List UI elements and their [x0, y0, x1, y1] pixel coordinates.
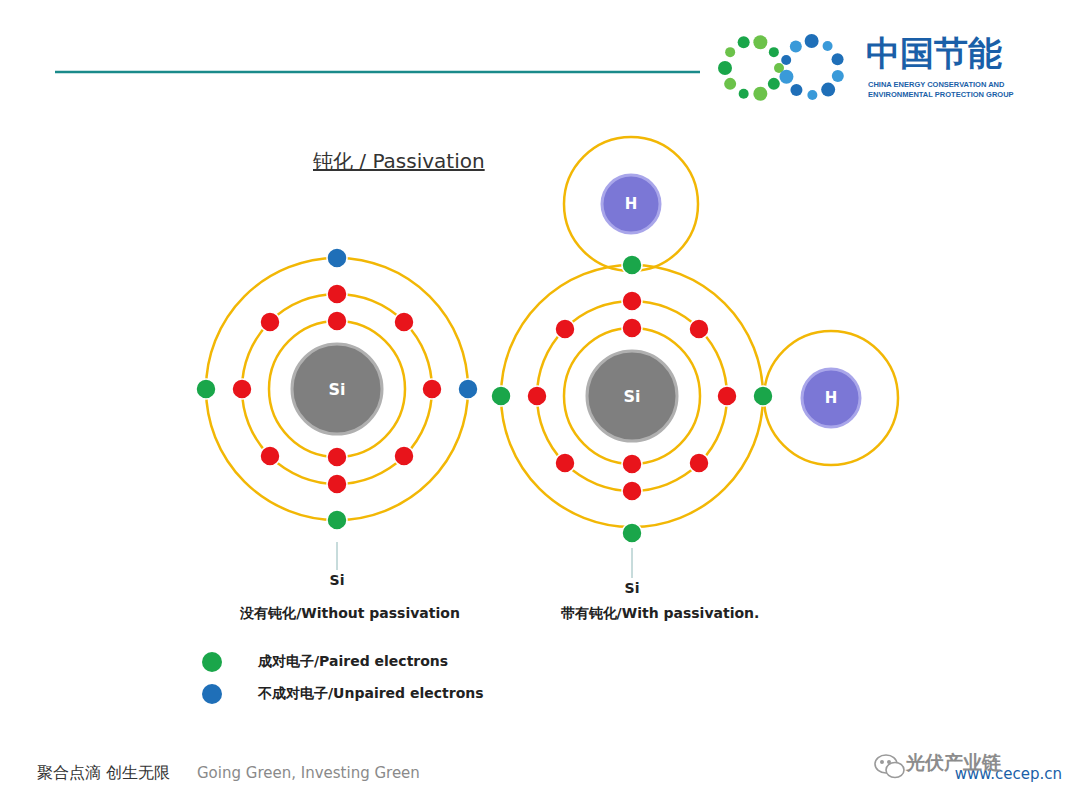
logo-dot — [781, 55, 791, 65]
logo-dot — [807, 90, 817, 100]
leader-line — [632, 548, 633, 578]
logo-dot — [823, 41, 833, 51]
node-label: H — [825, 389, 838, 407]
slide-title: 钝化 / Passivation — [313, 150, 485, 173]
slogan-english: Going Green, Investing Green — [197, 765, 420, 782]
hydrogen-shell — [764, 331, 898, 465]
node-label: H — [625, 195, 638, 213]
hydrogen-nucleus: H — [800, 367, 862, 429]
wechat-icon — [875, 755, 904, 778]
caption: 带有钝化/With passivation. — [561, 605, 760, 621]
logo-dot — [832, 70, 844, 82]
logo-dot — [738, 36, 750, 48]
logo-dot — [753, 35, 767, 49]
logo-subtitle: ENVIRONMENTAL PROTECTION GROUP — [868, 91, 1014, 100]
logo-dot — [725, 47, 735, 57]
logo-mark — [718, 34, 844, 101]
logo-dot — [779, 70, 793, 84]
logo-dot — [832, 53, 844, 65]
silicon-nucleus: Si — [585, 349, 679, 443]
logo-dot — [724, 78, 736, 90]
logo-subtitle: CHINA ENERGY CONSERVATION AND — [868, 81, 1004, 90]
logo-dot — [768, 78, 780, 90]
slogan: 聚合点滴 创生无限 — [37, 764, 170, 782]
legend-swatch — [202, 652, 222, 672]
header-rule — [55, 71, 700, 74]
logo-dot — [753, 87, 767, 101]
logo-text: 中国节能 — [866, 34, 1002, 73]
node-label: Si — [623, 387, 640, 406]
logo-dot — [805, 34, 819, 48]
watermark: 光伏产业链 — [906, 752, 1001, 774]
leader-line — [337, 542, 338, 570]
legend-label: 成对电子/Paired electrons — [258, 653, 448, 669]
atom-label: Si — [330, 572, 345, 588]
hydrogen-shell — [564, 137, 698, 271]
silicon-atom — [491, 255, 773, 543]
hydrogen-nucleus: H — [600, 173, 662, 235]
logo-dot — [718, 61, 732, 75]
logo-dot — [821, 83, 835, 97]
silicon-nucleus: Si — [290, 342, 384, 436]
caption: 没有钝化/Without passivation — [240, 605, 460, 621]
logo-dot — [790, 40, 802, 52]
logo-dot — [790, 84, 802, 96]
silicon-atom — [196, 248, 478, 530]
legend-label: 不成对电子/Unpaired electrons — [258, 685, 484, 701]
logo-dot — [739, 89, 749, 99]
legend-swatch — [202, 684, 222, 704]
atom-label: Si — [625, 580, 640, 596]
logo-dot — [769, 47, 779, 57]
node-label: Si — [328, 380, 345, 399]
